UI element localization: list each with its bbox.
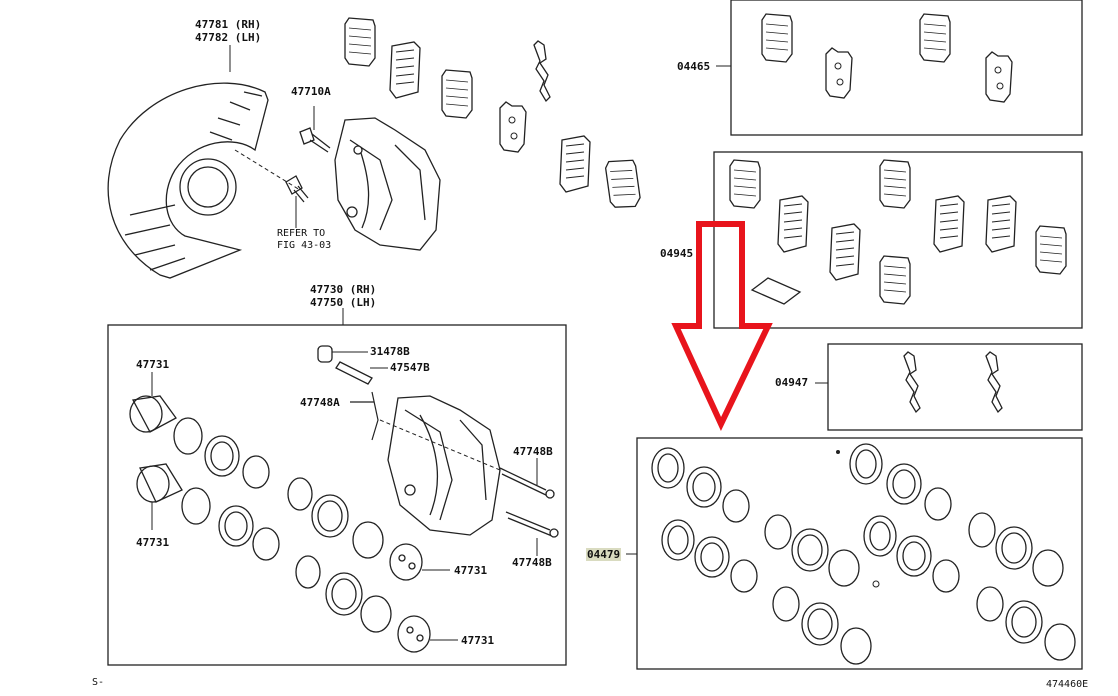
caliper-assembly-box (107, 324, 567, 666)
dust-shield (107, 82, 269, 279)
bleeder-cap (317, 345, 373, 385)
label-piston-left: 47731 (136, 536, 170, 549)
kit-shim-1 (825, 47, 853, 99)
label-cap: 31478B (370, 345, 410, 358)
clip-kit-box (827, 343, 1083, 431)
shim-kit-7 (879, 255, 911, 305)
shim-kit-5 (933, 195, 965, 253)
kit-pad-2 (919, 13, 951, 63)
pad-kit-box (730, 0, 1083, 136)
label-pin-bottom: 47748B (512, 556, 552, 569)
footer-right: 474460E (1046, 679, 1089, 690)
label-kit-seals: 04479 (586, 548, 622, 561)
clip-kit-2 (985, 351, 1003, 413)
label-caliper-lh: 47750 (LH) (310, 296, 377, 309)
top-pad-1 (441, 69, 473, 119)
pins (499, 467, 559, 538)
top-pad-2 (604, 157, 642, 211)
label-pin-top: 47748B (513, 445, 553, 458)
seal-kit-rings (651, 443, 1076, 665)
shim-kit-8 (1035, 225, 1067, 275)
label-kit-pads: 04465 (677, 60, 711, 73)
label-kit-clips: 04947 (775, 376, 809, 389)
label-refer-1: REFER TO (277, 228, 326, 239)
label-shield-lh: 47782 (LH) (195, 31, 262, 44)
shim-kit-2 (777, 195, 809, 253)
top-shim-2 (499, 101, 527, 153)
bolt-47710a (299, 127, 331, 153)
label-bleeder: 47547B (390, 361, 430, 374)
caliper-body-top (334, 117, 441, 251)
piston-seal-set (129, 395, 431, 653)
label-piston-top: 47731 (136, 358, 170, 371)
kit-pad-1 (761, 13, 793, 63)
shim-kit-3 (829, 223, 861, 281)
shim-kit-1 (729, 159, 761, 209)
label-refer-2: FIG 43-03 (277, 240, 332, 251)
label-kit-seals-text: 04479 (586, 548, 622, 561)
label-spring: 47748A (300, 396, 340, 409)
shim-kit-4 (879, 159, 911, 209)
label-piston-mid: 47731 (454, 564, 488, 577)
label-shield-rh: 47781 (RH) (195, 18, 262, 31)
label-caliper-rh: 47730 (RH) (310, 283, 377, 296)
shim-kit-6 (985, 195, 1017, 253)
label-bolt: 47710A (291, 85, 331, 98)
kit-shim-2 (985, 51, 1013, 103)
label-piston-bottom: 47731 (461, 634, 495, 647)
clip-kit-1 (903, 351, 921, 413)
shim-plate-small (750, 277, 802, 305)
caliper-body (387, 395, 501, 536)
red-annotation-arrow (671, 221, 773, 432)
shim-kit-box (713, 151, 1083, 329)
top-backplate-1 (389, 41, 421, 99)
bolt-refer (285, 175, 309, 203)
top-shim-1 (344, 17, 376, 67)
top-clip (533, 40, 551, 102)
footer-left: S- (92, 677, 105, 688)
top-backplate-2 (559, 135, 591, 193)
label-kit-shims: 04945 (660, 247, 694, 260)
